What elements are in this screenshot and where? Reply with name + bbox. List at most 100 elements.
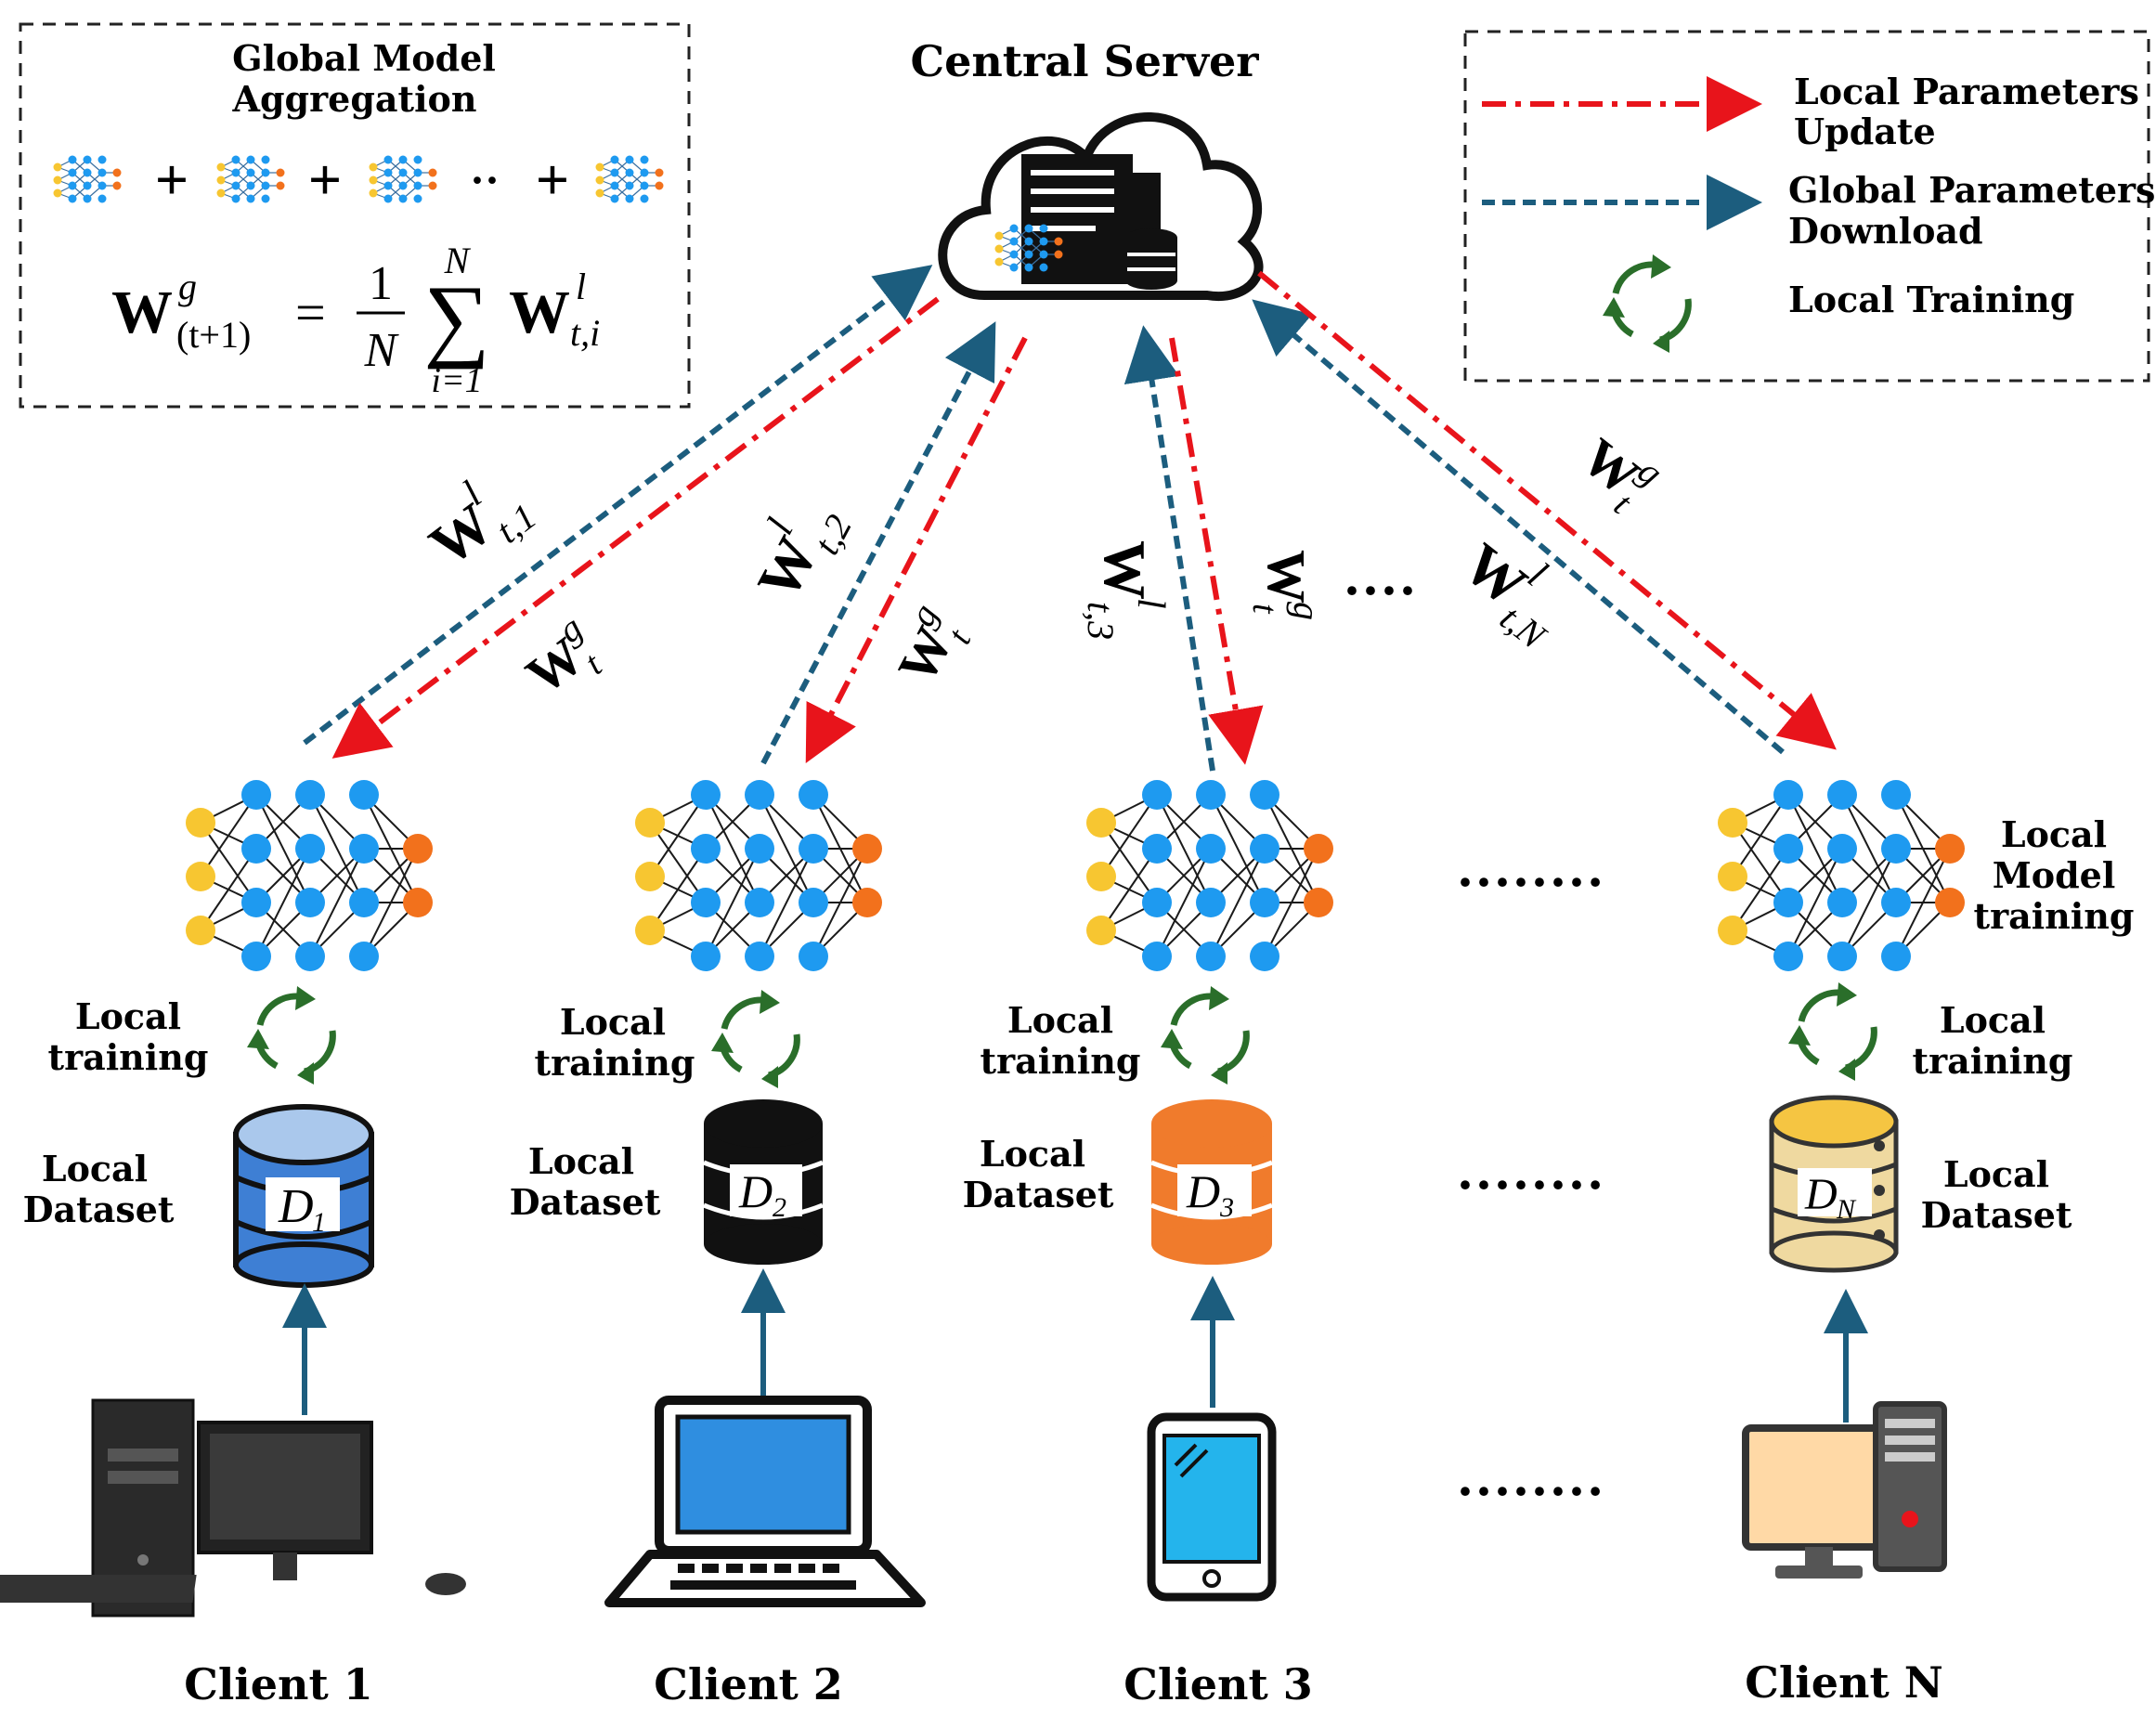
legend-local-update-line1: Local Parameters: [1794, 71, 2139, 112]
formula-frac-num: 1: [369, 257, 393, 310]
plus-1: +: [155, 147, 188, 213]
legend-local-training: Local Training: [1788, 279, 2074, 320]
c3-training-cycle-icon: [1161, 986, 1246, 1085]
client-2-label: Client 2: [654, 1659, 843, 1709]
c2-download-arrow: [805, 336, 1028, 763]
formula-lhs-W: W: [111, 279, 173, 346]
svg-text:W: W: [1571, 426, 1651, 507]
c1-training-cycle-icon: [247, 986, 332, 1085]
svg-text:D: D: [1186, 1165, 1220, 1217]
arrow-label-dots: ····: [1343, 560, 1417, 621]
ellipsis-devices: ········: [1456, 1461, 1604, 1522]
c2-training-label-line2: training: [535, 1042, 695, 1084]
c2-database-icon: D 2: [703, 1099, 824, 1265]
c3-upload-arrow: [1123, 325, 1215, 772]
ellipsis-datasets: ········: [1456, 1154, 1604, 1215]
c2-dataset-label-line1: Local: [528, 1140, 634, 1182]
c2-training-label-line1: Local: [560, 1001, 666, 1043]
cN-upload-arrow: [1252, 299, 1785, 755]
c3-dataset-label-line2: Dataset: [963, 1174, 1114, 1215]
c1-dataset-label-line1: Local: [42, 1148, 148, 1189]
c3-dataset-label-line1: Local: [980, 1133, 1085, 1175]
aggregation-title-line1: Global Model: [232, 37, 496, 79]
plus-3: +: [536, 147, 569, 213]
legend-global-download-line2: Download: [1788, 210, 1983, 252]
arrows: [303, 265, 1837, 772]
client-1-label: Client 1: [184, 1659, 373, 1709]
workstation-icon: [1742, 1401, 1947, 1579]
desktop-computer-icon: [0, 1398, 466, 1618]
legend-cycle-icon: [1603, 254, 1688, 353]
label-c2-download: W g t: [886, 597, 980, 693]
aggregation-box: Global Model Aggregation + + ·· + W g (t…: [19, 22, 691, 409]
legend-local-update-line2: Update: [1794, 110, 1936, 152]
label-c3-upload: W l t,3: [1080, 540, 1172, 640]
c1-database-icon: D 1: [233, 1104, 374, 1288]
cN-download-arrow: [1257, 270, 1837, 750]
mini-model-icon-3: [368, 154, 438, 204]
mini-model-icon-2: [215, 154, 286, 204]
legend-global-download-line1: Global Parameters: [1788, 169, 2155, 211]
svg-text:1: 1: [312, 1207, 326, 1238]
svg-text:t,3: t,3: [1080, 602, 1122, 640]
cN-training-label-line2: training: [1913, 1040, 2073, 1082]
c1-download-arrow: [331, 296, 940, 759]
aggregation-ellipsis: ··: [470, 156, 500, 205]
c2-local-model: [634, 779, 883, 972]
cN-model-label-line3: training: [1974, 895, 2135, 937]
ellipsis-models: ········: [1456, 851, 1604, 913]
svg-text:D: D: [278, 1180, 314, 1233]
tablet-icon: [1147, 1412, 1277, 1602]
client-3-label: Client 3: [1123, 1659, 1313, 1709]
aggregation-formula: W g (t+1) = 1 N N ∑ i=1 W l t,i: [111, 240, 600, 400]
cN-dataset-label-line2: Dataset: [1921, 1194, 2072, 1236]
c3-database-icon: D 3: [1150, 1099, 1273, 1265]
formula-rhs-sup: l: [576, 266, 586, 307]
cN-training-cycle-icon: [1788, 982, 1874, 1081]
svg-text:t: t: [1245, 604, 1284, 615]
cN-model-label-line1: Local: [2001, 813, 2107, 855]
cN-local-model: [1717, 779, 1966, 972]
server-title: Central Server: [910, 36, 1259, 86]
arrow-labels: W l t,1 W g t W l t,2 W g t W l t,3 W g …: [418, 426, 1671, 706]
label-c1-download: W g t: [515, 606, 610, 706]
svg-text:W: W: [1092, 540, 1158, 600]
svg-text:3: 3: [1219, 1192, 1234, 1223]
label-c1-upload: W l t,1: [418, 474, 544, 578]
svg-text:l: l: [1129, 598, 1172, 609]
laptop-icon: [604, 1396, 926, 1607]
aggregation-title-line2: Aggregation: [232, 78, 477, 120]
svg-text:W: W: [1256, 550, 1317, 604]
legend-box: Local Parameters Update Global Parameter…: [1463, 30, 2155, 383]
cN-model-label-line2: Model: [1993, 854, 2116, 896]
label-cN-upload: W l t,N: [1451, 530, 1554, 658]
c1-upload-arrow: [303, 265, 933, 746]
svg-text:D: D: [1804, 1170, 1838, 1219]
c1-training-label-line1: Local: [75, 995, 181, 1037]
cN-database-icon: D N: [1769, 1095, 1899, 1273]
formula-rhs-sub: t,i: [570, 312, 600, 354]
cloud-server-icon: [938, 112, 1264, 302]
formula-lhs-sup: g: [178, 266, 197, 307]
formula-frac-den: N: [364, 324, 400, 377]
label-c2-upload: W l t,2: [745, 508, 860, 610]
c3-training-label-line2: training: [981, 1040, 1141, 1082]
formula-equals: =: [295, 282, 326, 343]
c2-training-cycle-icon: [711, 990, 797, 1088]
mini-model-icon-4: [594, 154, 665, 204]
formula-sum: ∑: [423, 266, 489, 370]
svg-text:g: g: [1286, 602, 1328, 620]
client-n-label: Client N: [1745, 1657, 1943, 1708]
plus-2: +: [308, 147, 342, 213]
label-c3-download: W g t: [1245, 550, 1328, 620]
formula-lhs-sub: (t+1): [176, 314, 251, 356]
c1-local-model: [185, 779, 434, 972]
c1-training-label-line2: training: [48, 1036, 209, 1078]
c1-dataset-label-line2: Dataset: [23, 1189, 175, 1230]
cN-training-label-line1: Local: [1940, 999, 2046, 1041]
formula-sum-bottom: i=1: [431, 361, 482, 400]
svg-text:D: D: [738, 1165, 773, 1217]
label-cN-download: W g t: [1571, 426, 1670, 523]
mini-model-icon-1: [52, 154, 123, 204]
